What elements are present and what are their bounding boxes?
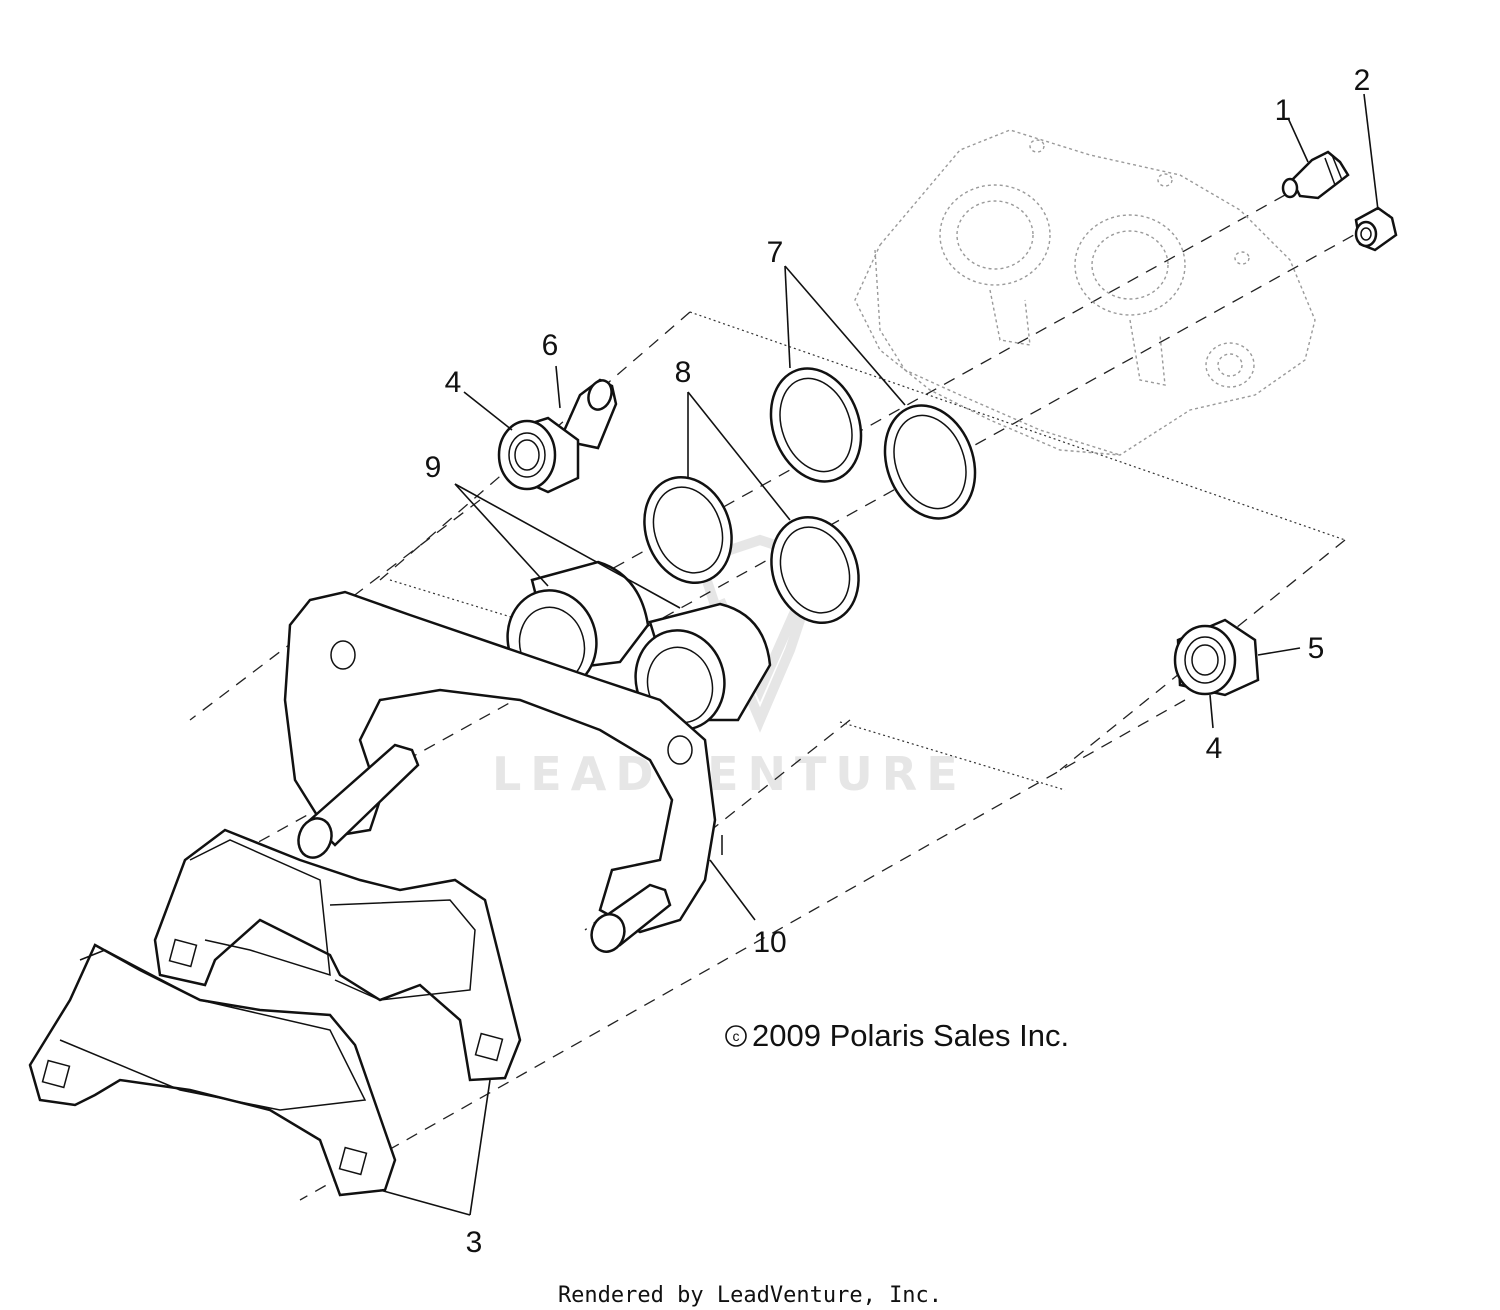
caliper-housing	[854, 129, 1316, 456]
callout-5: 5	[1308, 632, 1325, 665]
callout-4-lower: 4	[1206, 732, 1223, 765]
copyright-icon	[725, 1025, 747, 1047]
callout-9: 9	[425, 451, 442, 484]
slide-pin-part	[558, 378, 618, 450]
copyright-notice: c 2009 Polaris Sales Inc.	[725, 1018, 1069, 1053]
boot-upper-part	[497, 416, 580, 494]
piston-seal-lower-part	[883, 404, 977, 520]
callout-1: 1	[1275, 94, 1292, 127]
callout-3: 3	[466, 1226, 483, 1259]
callout-7: 7	[767, 236, 784, 269]
callout-2: 2	[1354, 64, 1371, 97]
callout-8: 8	[675, 356, 692, 389]
callout-6: 6	[542, 329, 559, 362]
caliper-bracket-part	[283, 590, 723, 953]
callout-10: 10	[753, 926, 786, 959]
brake-pad-inner-part	[153, 828, 522, 1082]
copyright-symbol: c	[733, 1028, 740, 1044]
watermark-text: LEADVENTURE	[492, 747, 967, 801]
bleeder-cap-part	[1354, 206, 1398, 252]
dust-seal-lower-part	[770, 516, 860, 624]
dust-seal-upper-part	[643, 476, 733, 584]
boot-lower-part	[1173, 618, 1260, 697]
copyright-text: 2009 Polaris Sales Inc.	[752, 1018, 1069, 1053]
brake-pad-outer-part	[28, 943, 397, 1197]
piston-seal-upper-part	[769, 367, 863, 483]
callout-4-upper: 4	[445, 366, 462, 399]
leader-lines	[379, 93, 1379, 1216]
bleeder-screw-part	[1281, 150, 1350, 200]
rendered-by-footer: Rendered by LeadVenture, Inc.	[558, 1283, 942, 1308]
